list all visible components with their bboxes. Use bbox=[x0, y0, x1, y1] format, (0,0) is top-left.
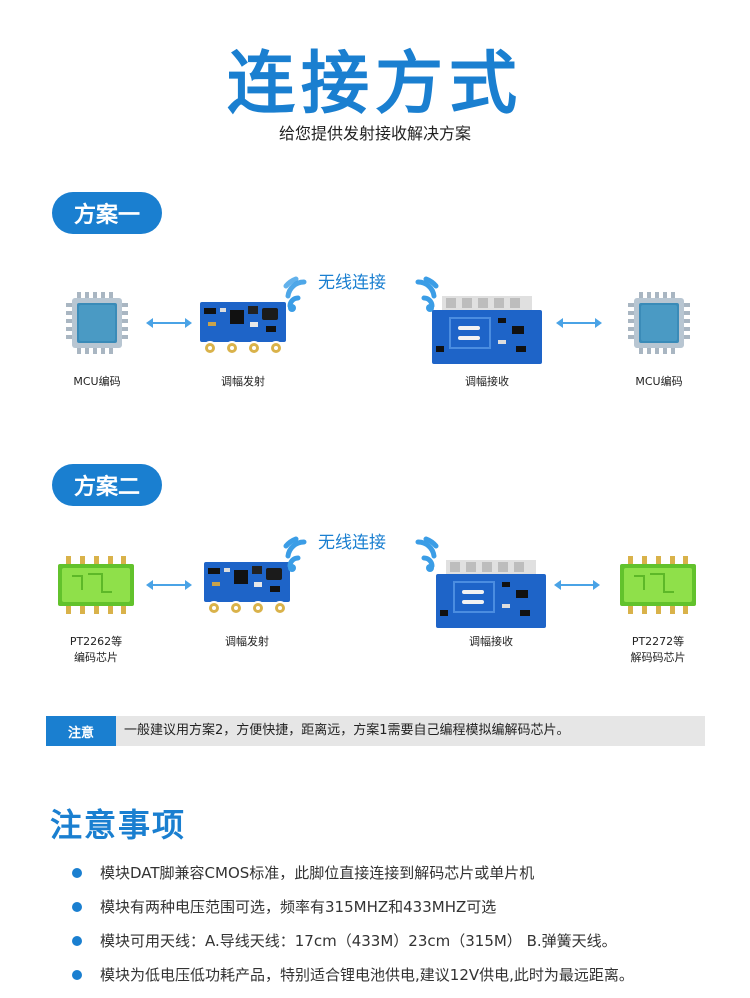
list-item: 模块为低电压低功耗产品，特别适合锂电池供电,建议12V供电,此时为最远距离。 bbox=[72, 960, 732, 994]
rx-label: 调幅接收 bbox=[465, 375, 509, 388]
encoder-chip-label-2: 编码芯片 bbox=[74, 651, 118, 664]
wifi-signal-icon bbox=[282, 536, 322, 576]
arrow-icon bbox=[554, 580, 600, 590]
transmitter-module-image bbox=[204, 562, 290, 620]
arrow-icon bbox=[146, 318, 192, 328]
tx-label: 调幅发射 bbox=[221, 375, 265, 388]
mcu-right-label: MCU编码 bbox=[635, 375, 683, 388]
list-item: 模块有两种电压范围可选，频率有315MHZ和433MHZ可选 bbox=[72, 892, 732, 926]
decoder-chip-label-2: 解码码芯片 bbox=[630, 651, 686, 664]
bullet-dot-icon bbox=[72, 902, 82, 912]
page-subtitle: 给您提供发射接收解决方案 bbox=[278, 124, 471, 143]
wireless-label: 无线连接 bbox=[318, 533, 386, 553]
precautions-title: 注意事项 bbox=[50, 806, 187, 844]
wifi-signal-icon bbox=[282, 276, 322, 316]
arrow-icon bbox=[556, 318, 602, 328]
decoder-chip-label-1: PT2272等 bbox=[631, 635, 685, 648]
scheme1-pill: 方案一 bbox=[52, 192, 162, 234]
list-item: 模块DAT脚兼容CMOS标准，此脚位直接连接到解码芯片或单片机 bbox=[72, 858, 732, 892]
bullet-dot-icon bbox=[72, 970, 82, 980]
receiver-module-image bbox=[432, 296, 542, 368]
encoder-chip-label-1: PT2262等 bbox=[69, 635, 123, 648]
mcu-left-label: MCU编码 bbox=[73, 375, 121, 388]
page-title: 连接方式 bbox=[226, 45, 523, 124]
bullet-dot-icon bbox=[72, 868, 82, 878]
wifi-signal-icon bbox=[400, 276, 440, 316]
decoder-chip-icon bbox=[620, 556, 696, 618]
wifi-signal-icon bbox=[400, 536, 440, 576]
tx2-label: 调幅发射 bbox=[225, 635, 269, 648]
list-item: 模块可用天线：A.导线天线：17cm（433M）23cm（315M） B.弹簧天… bbox=[72, 926, 732, 960]
mcu-chip-icon bbox=[66, 292, 128, 358]
transmitter-module-image bbox=[200, 302, 286, 360]
encoder-chip-icon bbox=[58, 556, 134, 618]
arrow-icon bbox=[146, 580, 192, 590]
rx2-label: 调幅接收 bbox=[469, 635, 513, 648]
precautions-list: 模块DAT脚兼容CMOS标准，此脚位直接连接到解码芯片或单片机 模块有两种电压范… bbox=[72, 858, 732, 994]
mcu-chip-icon bbox=[628, 292, 690, 358]
wireless-label: 无线连接 bbox=[318, 273, 386, 293]
bullet-dot-icon bbox=[72, 936, 82, 946]
note-tag: 注意 bbox=[46, 716, 116, 746]
scheme2-pill: 方案二 bbox=[52, 464, 162, 506]
note-bar: 注意 一般建议用方案2，方便快捷，距离远，方案1需要自己编程模拟编解码芯片。 bbox=[46, 716, 705, 746]
note-text: 一般建议用方案2，方便快捷，距离远，方案1需要自己编程模拟编解码芯片。 bbox=[124, 723, 570, 738]
receiver-module-image bbox=[436, 560, 546, 632]
